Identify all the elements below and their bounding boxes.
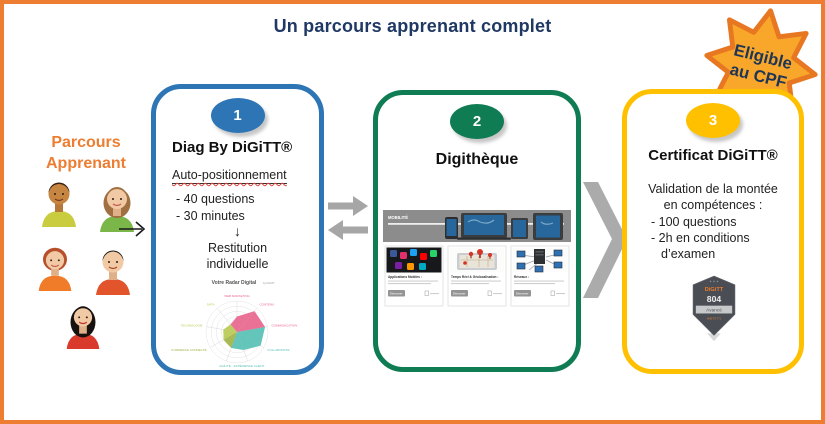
avatar-woman-2 — [38, 247, 72, 291]
radar-axis-label: TECHNOLOGIE — [181, 324, 203, 328]
step3-desc-line1: Validation de la montée — [648, 182, 778, 196]
shield-score: 804 — [707, 294, 722, 304]
step3-card: 3 Certificat DiGiTT® Validation de la mo… — [622, 89, 804, 374]
step2-title: Digithèque — [435, 151, 519, 168]
digitheque-card-1-title: Applications Mobiles : — [388, 275, 422, 279]
step1-result-line2: individuelle — [206, 257, 269, 271]
shield-level: Avancé — [706, 308, 722, 314]
step3-title: Certificat DiGiTT® — [648, 147, 778, 164]
avatar-woman-3 — [66, 306, 100, 349]
down-arrow-icon: ↓ — [234, 223, 241, 239]
digitheque-card-3-title: Réseaux : — [514, 275, 529, 279]
page-title: Un parcours apprenant complet — [273, 16, 552, 36]
digitheque-card-2-button: Démarrer — [453, 292, 466, 296]
digitt-shield-badge: DiGiTT 804 Avancé #536 TO 771 — [692, 275, 736, 342]
avatar-man-2 — [96, 250, 130, 295]
radar-axis-label: EXPÉRIENCE CLIENT — [234, 363, 265, 368]
digitheque-card-1: Applications Mobiles : Démarrer — [384, 245, 444, 307]
step3-bullet-exam: d’examen — [661, 247, 716, 261]
radar-title: Votre Radar Digital — [212, 280, 257, 286]
radar-axis-label: COLLABORATIF — [267, 348, 290, 352]
parcours-label-line1: Parcours — [51, 134, 121, 151]
digitheque-card-3: Réseaux : Démarrer — [510, 245, 570, 307]
step1-title: Diag By DiGiTT® — [172, 139, 293, 156]
avatar-woman-1 — [100, 187, 134, 232]
digitheque-card-2-title: Temps Réel & Géolocalisation : — [451, 275, 498, 279]
right-arrow-icon — [119, 221, 146, 237]
radar-axis-label: DATA — [207, 302, 215, 306]
step1-bullet-minutes: - 30 minutes — [176, 209, 245, 223]
map-pins-thumbnail — [449, 247, 505, 273]
step2-number-badge: 2 — [450, 104, 504, 139]
digitheque-card-2: Temps Réel & Géolocalisation : Démarrer — [447, 245, 507, 307]
avatar-man-1 — [42, 182, 76, 227]
shield-brand: DiGiTT — [705, 287, 724, 293]
radar-axis-label: WEB MARKETING — [224, 294, 250, 298]
mobilite-banner-title: MOBILITÉ — [388, 215, 408, 220]
exchange-arrows-icon — [328, 196, 368, 240]
step2-card: 2 Digithèque MOBILITÉ — [373, 90, 581, 372]
digitheque-card-3-button: Démarrer — [516, 292, 529, 296]
shield-range: #536 TO 771 — [707, 318, 722, 321]
radar-subtitle: by DiGiTT — [263, 281, 275, 285]
digitheque-screenshot: MOBILITÉ — [383, 210, 571, 308]
step3-desc-line2: en compétences : — [663, 198, 763, 212]
digitheque-card-1-button: Démarrer — [390, 292, 403, 296]
apps-thumbnail — [386, 247, 442, 273]
radar-axis-label: CONTENU — [260, 302, 275, 306]
step1-subtitle: Auto-positionnement — [172, 168, 287, 184]
radar-chart: Votre Radar Digital by DiGiTT WEB MARKET… — [171, 280, 298, 368]
parcours-apprenant-label: Parcours Apprenant — [26, 132, 146, 174]
step3-bullet-questions: - 100 questions — [651, 215, 737, 229]
devices-illustration — [445, 213, 563, 240]
step3-number-badge: 3 — [686, 103, 740, 138]
parcours-label-line2: Apprenant — [46, 155, 126, 172]
step1-bullet-questions: - 40 questions — [176, 192, 255, 206]
chevron-arrow-icon — [583, 182, 627, 298]
step1-number-badge: 1 — [210, 98, 265, 133]
radar-axis-label: AGILITÉ — [219, 363, 231, 368]
radar-axis-label: COMMERCE CONNECTÉ — [171, 347, 207, 352]
network-thumbnail — [512, 247, 568, 273]
step1-card: 1 Diag By DiGiTT® Auto-positionnement - … — [151, 84, 324, 375]
step1-result-line1: Restitution — [207, 241, 268, 255]
radar-axis-label: COMMUNICATION — [272, 324, 298, 328]
step3-bullet-conditions: - 2h en conditions — [651, 231, 750, 245]
